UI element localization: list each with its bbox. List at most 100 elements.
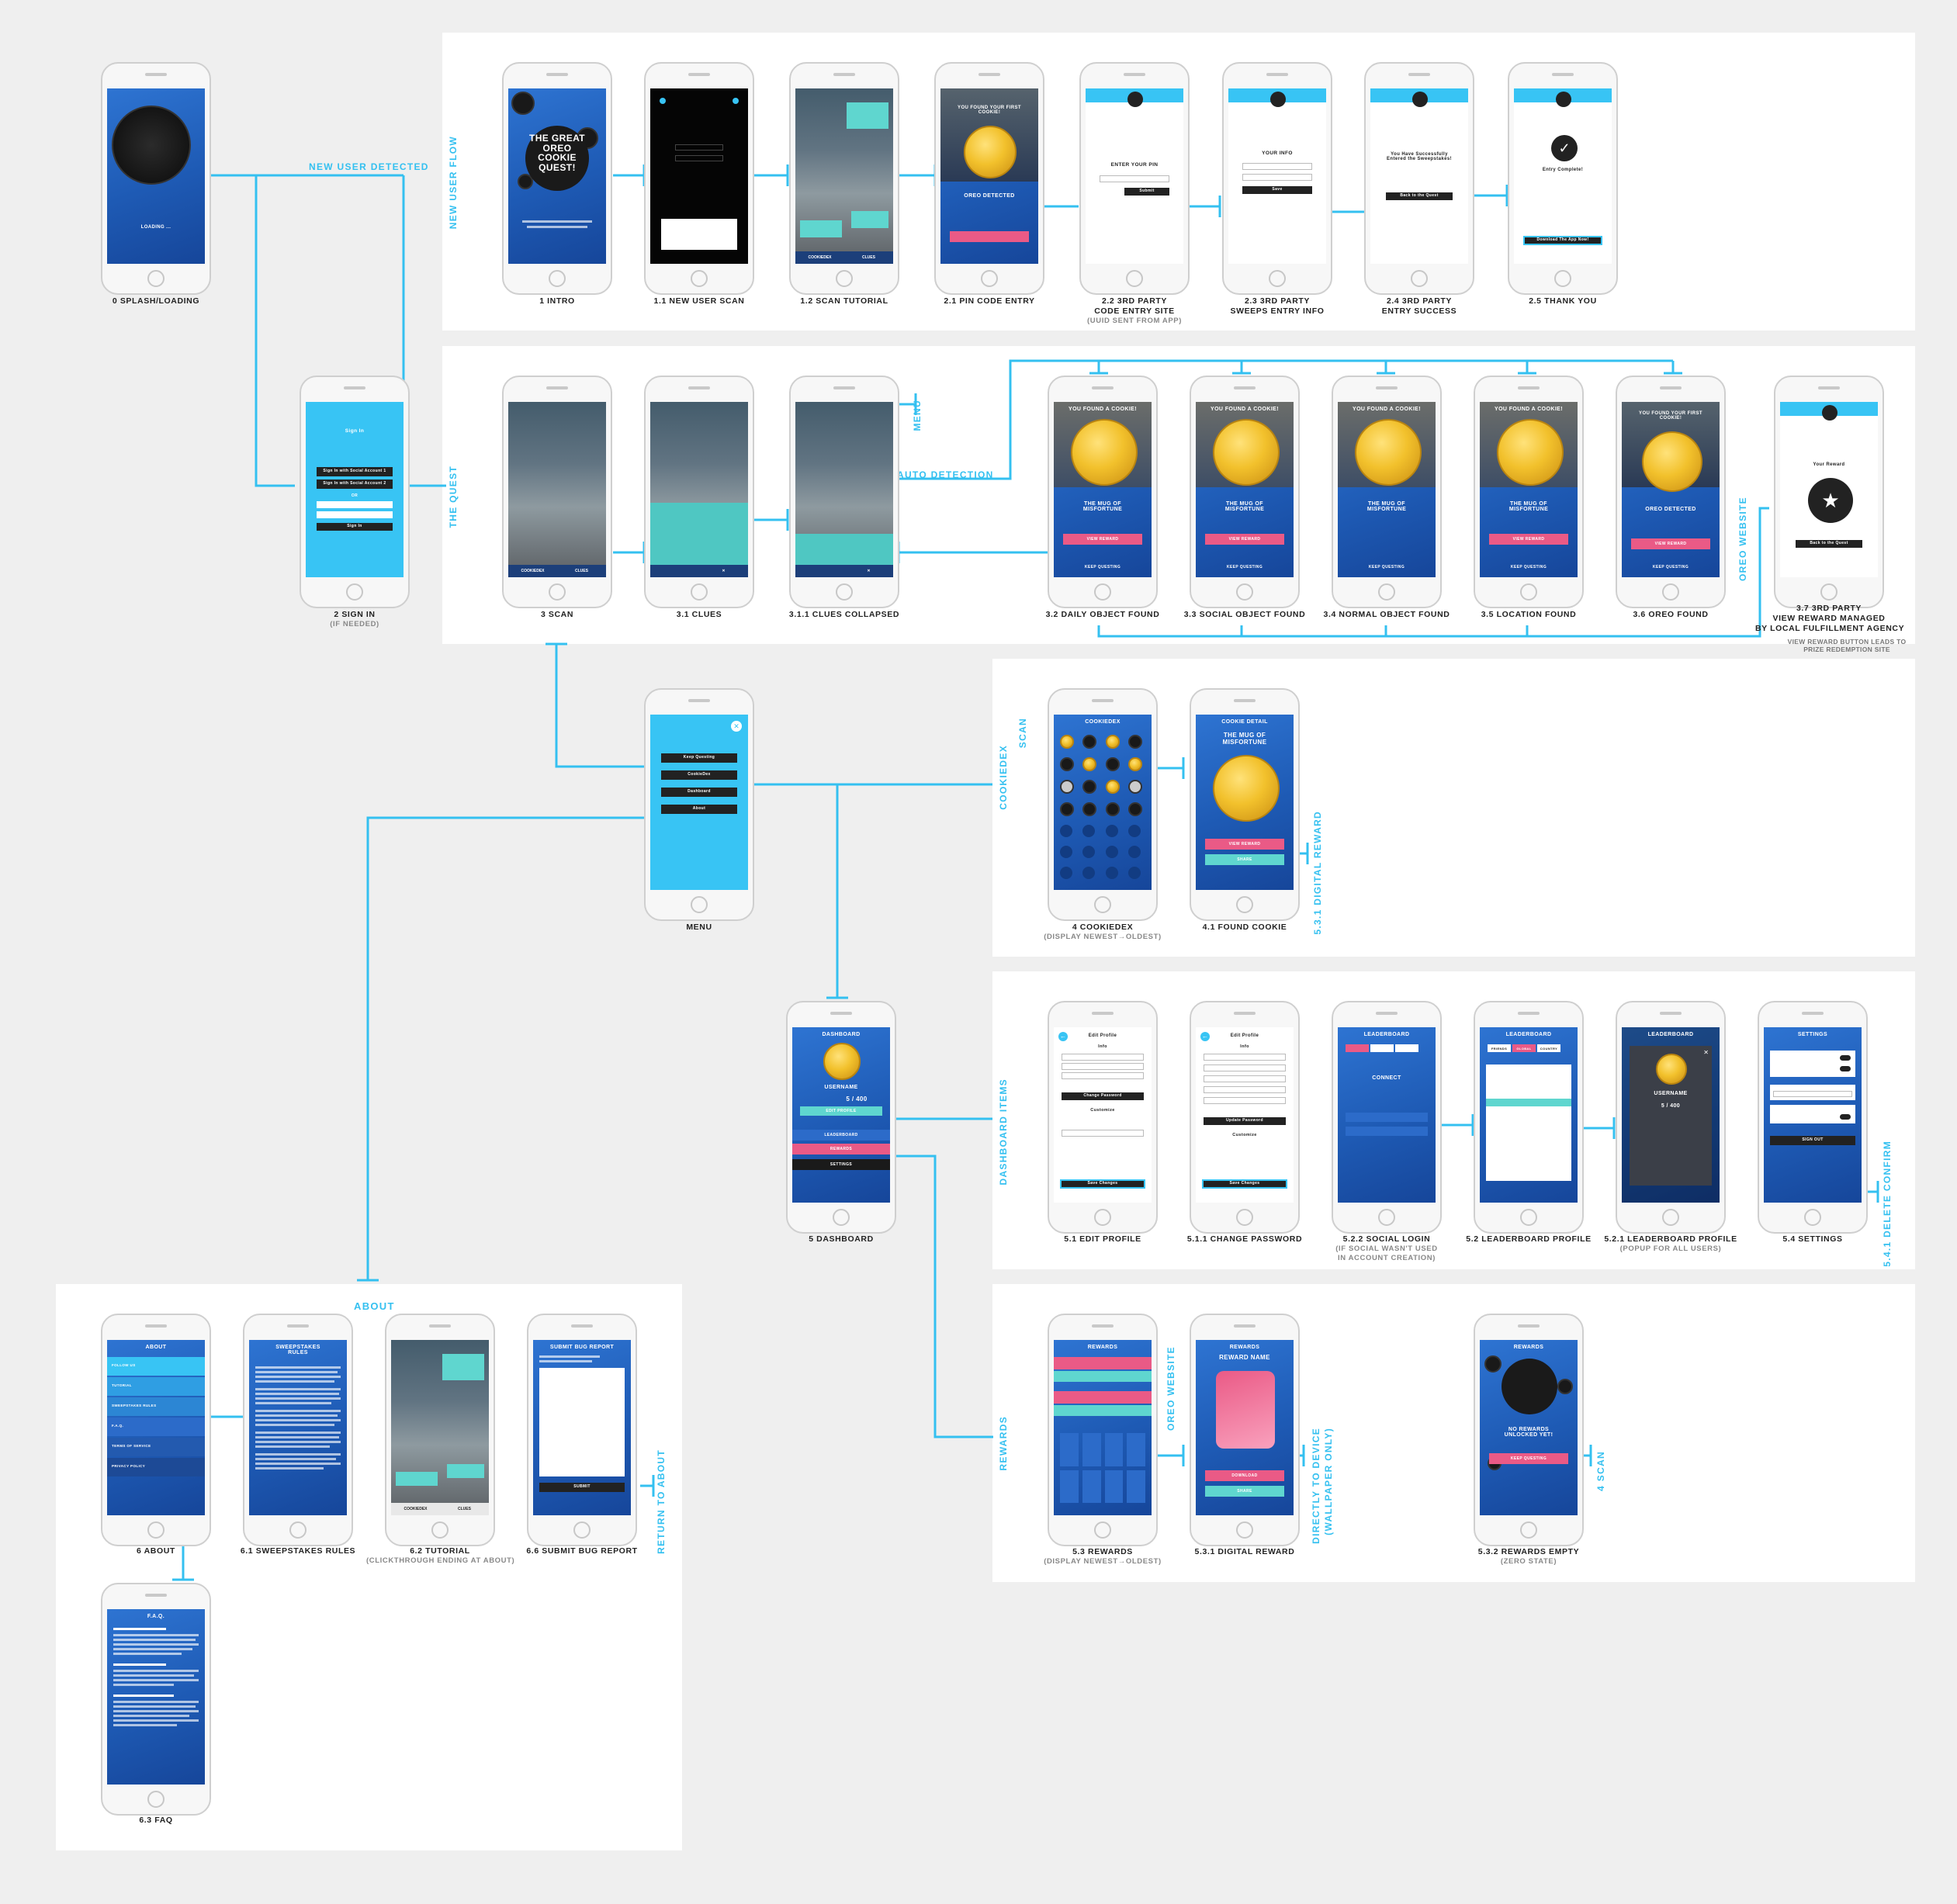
screen-clues[interactable]: ✕ — [644, 376, 754, 608]
screen-normal-object-found[interactable]: YOU FOUND A COOKIE! THE MUG OF MISFORTUN… — [1332, 376, 1442, 608]
screen-splash[interactable]: LOADING ... — [101, 62, 211, 295]
tab-cookiedex[interactable]: COOKIEDEX — [404, 1507, 428, 1511]
screen-dashboard[interactable]: DASHBOARD USERNAME 5 / 400 EDIT PROFILE … — [786, 1001, 896, 1234]
screen-intro[interactable]: THE GREAT OREO COOKIE QUEST! — [502, 62, 612, 295]
save-changes-button[interactable] — [1060, 1179, 1145, 1189]
social-signin-2-button[interactable] — [317, 479, 393, 489]
edit-profile-button[interactable] — [800, 1106, 882, 1116]
cookie-grid[interactable] — [1060, 735, 1145, 882]
close-icon[interactable]: ✕ — [867, 569, 871, 573]
password-field[interactable] — [317, 511, 393, 518]
back-arrow-icon[interactable]: ← — [1058, 1032, 1068, 1041]
screen-submit-bug-report[interactable]: SUBMIT BUG REPORT SUBMIT — [527, 1314, 637, 1546]
screen-leaderboard-popup[interactable]: LEADERBOARD USERNAME 5 / 400 ✕ — [1616, 1001, 1726, 1234]
screen-tutorial[interactable]: COOKIEDEX CLUES — [385, 1314, 495, 1546]
about-follow-us[interactable] — [107, 1357, 205, 1376]
screen-view-reward[interactable]: Your Reward ★ Back to the Quest — [1774, 376, 1884, 608]
screen-change-password[interactable]: ← Edit Profile Info Update Password Cust… — [1190, 1001, 1300, 1234]
screen-digital-reward[interactable]: REWARDS REWARD NAME DOWNLOAD SHARE — [1190, 1314, 1300, 1546]
close-popup-icon[interactable]: ✕ — [1703, 1049, 1709, 1056]
leaderboard-list[interactable] — [1486, 1065, 1571, 1181]
screen-menu[interactable]: ✕ Keep Questing CookieDex Dashboard Abou… — [644, 688, 754, 921]
download-button[interactable] — [1205, 1470, 1284, 1481]
view-reward-button[interactable] — [1063, 534, 1142, 545]
notification-toggle[interactable] — [1840, 1055, 1851, 1061]
screen-rewards[interactable]: REWARDS — [1048, 1314, 1158, 1546]
screen-location-found[interactable]: YOU FOUND A COOKIE! THE MUG OF MISFORTUN… — [1474, 376, 1584, 608]
screen-scan[interactable]: COOKIEDEX CLUES — [502, 376, 612, 608]
screen-entry-success[interactable]: You Have Successfully Entered the Sweeps… — [1364, 62, 1474, 295]
reward-item-1[interactable] — [1054, 1357, 1152, 1369]
save-changes-button[interactable] — [1202, 1179, 1287, 1189]
menu-cookiedex[interactable] — [661, 770, 737, 780]
sign-out-button[interactable] — [1770, 1136, 1855, 1145]
pin-input[interactable] — [1100, 175, 1169, 182]
screen-leaderboard[interactable]: LEADERBOARD FRIENDS GLOBAL COUNTRY — [1474, 1001, 1584, 1234]
connect-social-1-button[interactable] — [1346, 1113, 1428, 1122]
close-icon[interactable]: ✕ — [722, 569, 726, 573]
save-info-button[interactable] — [1242, 186, 1312, 194]
view-reward-button[interactable] — [1205, 534, 1284, 545]
view-reward-button[interactable] — [1631, 538, 1710, 549]
screen-faq[interactable]: F.A.Q. — [101, 1583, 211, 1816]
about-privacy[interactable] — [107, 1458, 205, 1476]
location-select[interactable] — [1773, 1091, 1852, 1097]
screen-cookiedex[interactable]: COOKIEDEX — [1048, 688, 1158, 921]
screen-pin-code-entry[interactable]: YOU FOUND YOUR FIRST COOKIE! OREO DETECT… — [934, 62, 1044, 295]
screen-social-object-found[interactable]: YOU FOUND A COOKIE! THE MUG OF MISFORTUN… — [1190, 376, 1300, 608]
promotion-toggle[interactable] — [1840, 1066, 1851, 1071]
screen-sweepstakes-rules[interactable]: SWEEPSTAKES RULES — [243, 1314, 353, 1546]
tab-clues[interactable]: CLUES — [458, 1507, 471, 1511]
screen-found-cookie[interactable]: COOKIE DETAIL THE MUG OF MISFORTUNE VIEW… — [1190, 688, 1300, 921]
wallpaper-grid[interactable] — [1060, 1433, 1145, 1503]
screen-new-user-scan[interactable] — [644, 62, 754, 295]
dashboard-rewards[interactable] — [792, 1144, 890, 1155]
screen-clues-collapsed[interactable]: ✕ — [789, 376, 899, 608]
view-reward-button[interactable] — [1489, 534, 1568, 545]
back-arrow-icon[interactable]: ← — [1200, 1032, 1210, 1041]
about-terms[interactable] — [107, 1438, 205, 1456]
email-input[interactable] — [1242, 174, 1312, 181]
view-reward-button[interactable] — [1205, 839, 1284, 850]
download-app-button[interactable] — [1523, 236, 1602, 245]
change-password-button[interactable] — [1062, 1092, 1144, 1100]
back-to-quest-button[interactable] — [1386, 192, 1453, 200]
share-button[interactable] — [1205, 1486, 1284, 1497]
submit-bug-button[interactable] — [539, 1483, 625, 1492]
screen-sign-in[interactable]: Sign In Sign In with Social Account 1 Si… — [300, 376, 410, 608]
submit-pin-button[interactable] — [1124, 188, 1169, 196]
menu-keep-questing[interactable] — [661, 753, 737, 763]
screen-code-entry-site[interactable]: ENTER YOUR PIN Submit — [1079, 62, 1190, 295]
name-input[interactable] — [1242, 163, 1312, 170]
tab-cookiedex[interactable]: COOKIEDEX — [808, 255, 832, 260]
update-password-button[interactable] — [1204, 1117, 1286, 1125]
menu-dashboard[interactable] — [661, 788, 737, 797]
sign-in-button[interactable] — [317, 523, 393, 531]
screen-rewards-empty[interactable]: REWARDS NO REWARDS UNLOCKED YET! KEEP QU… — [1474, 1314, 1584, 1546]
dashboard-leaderboard[interactable] — [792, 1130, 890, 1141]
social-signin-1-button[interactable] — [317, 467, 393, 476]
dashboard-settings[interactable] — [792, 1159, 890, 1170]
reward-item-2[interactable] — [1054, 1391, 1152, 1404]
keep-questing-button[interactable] — [1489, 1453, 1568, 1464]
tab-clues[interactable]: CLUES — [575, 569, 588, 573]
connect-social-2-button[interactable] — [1346, 1127, 1428, 1136]
bug-report-textarea[interactable] — [539, 1368, 625, 1476]
screen-edit-profile[interactable]: ← Edit Profile Info Change Password Cust… — [1048, 1001, 1158, 1234]
about-sweepstakes-rules[interactable] — [107, 1397, 205, 1416]
sound-toggle[interactable] — [1840, 1114, 1851, 1120]
screen-daily-object-found[interactable]: YOU FOUND A COOKIE! THE MUG OF MISFORTUN… — [1048, 376, 1158, 608]
screen-scan-tutorial[interactable]: COOKIEDEX CLUES — [789, 62, 899, 295]
menu-about[interactable] — [661, 805, 737, 814]
username-field[interactable] — [317, 501, 393, 508]
pin-submit-button[interactable] — [950, 231, 1029, 242]
about-faq[interactable] — [107, 1418, 205, 1436]
tab-clues[interactable]: CLUES — [862, 255, 875, 260]
screen-social-login[interactable]: LEADERBOARD CONNECT — [1332, 1001, 1442, 1234]
tab-cookiedex[interactable]: COOKIEDEX — [521, 569, 545, 573]
screen-about[interactable]: ABOUT FOLLOW US TUTORIAL SWEEPSTAKES RUL… — [101, 1314, 211, 1546]
screen-oreo-found[interactable]: YOU FOUND YOUR FIRST COOKIE! OREO DETECT… — [1616, 376, 1726, 608]
back-to-quest-button[interactable] — [1796, 540, 1862, 548]
screen-thank-you[interactable]: ✓ Entry Complete! Download The App Now! — [1508, 62, 1618, 295]
about-tutorial[interactable] — [107, 1377, 205, 1396]
